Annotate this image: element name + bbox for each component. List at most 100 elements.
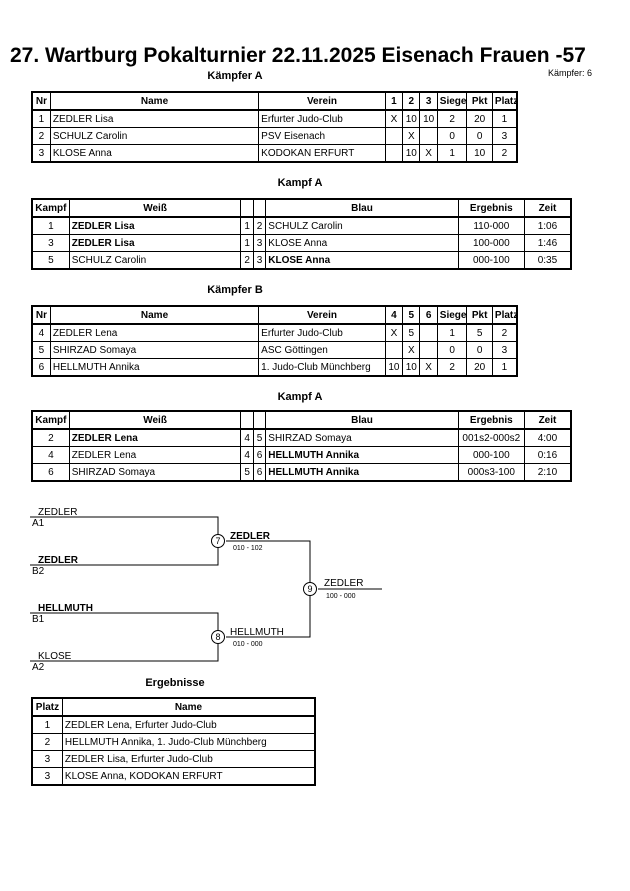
bracket-fight-7-label: 7 [215,536,220,546]
result-place: 2 [31,733,63,751]
fight-number: 3 [31,234,70,252]
pool-a-cell: 1 [436,144,468,163]
pool-b-cell: 3 [491,341,518,359]
pool-a-cell: 1 [491,109,518,128]
pool-b-cell: 2 [491,323,518,342]
pool-a-cell: 10 [402,109,421,128]
pool-a-header-7: Pkt [466,91,493,111]
result-name: ZEDLER Lena, Erfurter Judo-Club [61,715,316,734]
fights-b-header-4: Blau [265,410,459,430]
fights-b-header-5: Ergebnis [457,410,525,430]
fights-a-header-5: Ergebnis [457,198,525,218]
pool-a-cell: 0 [466,127,493,145]
result-place: 3 [31,750,63,768]
white-fighter: SHIRZAD Somaya [68,463,242,482]
pool-a-header-2: Verein [258,91,386,111]
fight-result: 000s3-100 [457,463,525,482]
fight-number: 1 [31,216,70,235]
white-fighter: ZEDLER Lisa [68,234,242,252]
pool-a-cell: 3 [31,144,51,163]
bracket-semi1-winner: ZEDLER [230,531,271,542]
white-fighter: SCHULZ Carolin [68,251,242,270]
pool-a-title: Kämpfer A [207,70,263,82]
result-name: HELLMUTH Annika, 1. Judo-Club Münchberg [61,733,316,751]
pool-b-cell [419,323,438,342]
bracket-semi1-score: 010 - 102 [233,545,263,552]
pool-b-cell: ASC Göttingen [258,341,386,359]
pool-a-cell: 3 [491,127,518,145]
fights-a-header-2 [240,198,254,218]
bracket-entry-seed: A2 [32,662,45,673]
results-title: Ergebnisse [145,677,205,689]
fights-a-header-1: Weiß [68,198,242,218]
pool-b-header-4: 5 [402,305,421,325]
pool-a-cell: X [402,127,421,145]
blue-fighter: KLOSE Anna [265,234,459,252]
bracket-fight-8 [211,630,225,644]
blue-number: 6 [252,463,267,482]
white-number: 4 [240,446,254,464]
fight-time: 1:46 [523,234,572,252]
pool-a-header-8: Platz [491,91,518,111]
pool-b-header-2: Verein [258,305,386,325]
bracket-semi2-winner: HELLMUTH [230,627,284,638]
blue-fighter: SHIRZAD Somaya [265,428,459,447]
pool-b-cell: ZEDLER Lena [49,323,260,342]
pool-b-header-0: Nr [31,305,51,325]
fighter-count: Kämpfer: 6 [548,68,593,78]
pool-a-cell: 20 [466,109,493,128]
pool-b-cell: 20 [466,358,493,377]
pool-a-cell: KLOSE Anna [49,144,260,163]
pool-a-header-6: Siege [436,91,468,111]
pool-a-cell: 10 [466,144,493,163]
pool-a-cell [419,127,438,145]
fight-number: 5 [31,251,70,270]
result-name: KLOSE Anna, KODOKAN ERFURT [61,767,316,786]
fights-a-title: Kampf A [277,177,323,189]
pool-a-cell: 2 [31,127,51,145]
bracket-entry-name: KLOSE [38,651,72,662]
pool-b-cell: 10 [384,358,404,377]
page-title: 27. Wartburg Pokalturnier 22.11.2025 Eis… [10,44,586,67]
blue-number: 3 [252,234,267,252]
white-fighter: ZEDLER Lena [68,446,242,464]
fights-a-header-3 [252,198,267,218]
results-header-1: Name [61,697,316,717]
pool-b-header-3: 4 [384,305,404,325]
white-number: 1 [240,234,254,252]
pool-b-cell: 5 [466,323,493,342]
fights-b-title: Kampf A [277,391,323,403]
pool-a-cell: 10 [402,144,421,163]
pool-b-header-1: Name [49,305,260,325]
fights-b-header-2 [240,410,254,430]
fights-b-header-6: Zeit [523,410,572,430]
fights-b-header-1: Weiß [68,410,242,430]
pool-b-header-6: Siege [436,305,468,325]
pool-a-cell [384,127,404,145]
bracket-entry-seed: B2 [32,566,45,577]
pool-a-cell: Erfurter Judo-Club [258,109,386,128]
pool-b-cell: 10 [402,358,421,377]
pool-a-cell: 2 [491,144,518,163]
blue-number: 2 [252,216,267,235]
pool-b-cell: SHIRZAD Somaya [49,341,260,359]
pool-a-cell: X [384,109,404,128]
pool-a-cell: ZEDLER Lisa [49,109,260,128]
fight-time: 0:16 [523,446,572,464]
blue-fighter: HELLMUTH Annika [265,446,459,464]
blue-number: 3 [252,251,267,270]
white-fighter: ZEDLER Lena [68,428,242,447]
pool-b-cell: 4 [31,323,51,342]
